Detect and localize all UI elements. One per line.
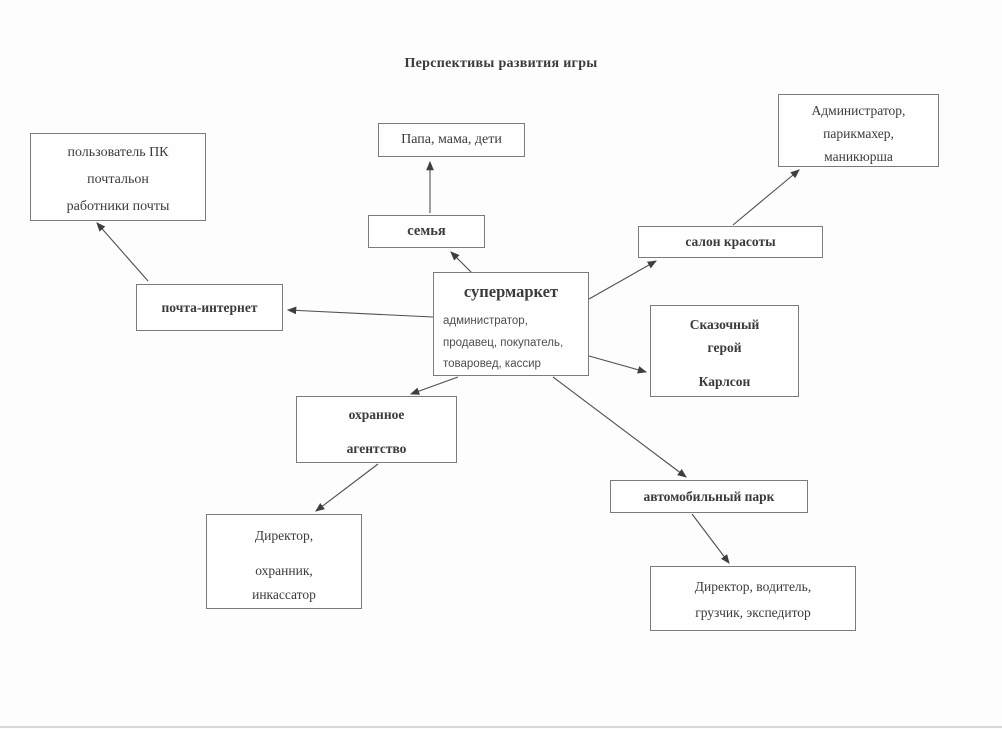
node-text-line: герой: [707, 340, 742, 355]
node-text-line: Директор,: [254, 528, 314, 543]
node-family: семья: [368, 215, 485, 248]
node-text-line: охранное: [348, 407, 405, 422]
node-post-workers-list: пользователь ПК почтальон работники почт…: [30, 133, 206, 221]
node-car-park: автомобильный парк: [610, 480, 808, 513]
node-text-line: Карлсон: [698, 374, 751, 389]
node-text-line: грузчик, экспедитор: [695, 605, 811, 620]
node-supermarket: супермаркет администратор, продавец, пок…: [433, 272, 589, 376]
node-text-line: товаровед, кассир: [443, 358, 541, 370]
node-text-line: парикмахер,: [823, 126, 894, 141]
node-text-line: семья: [407, 223, 446, 239]
node-text-line: работники почты: [66, 199, 170, 214]
scan-page-edge: [0, 726, 1002, 728]
node-text-line: агентство: [346, 441, 407, 456]
node-text-line: продавец, покупатель,: [443, 336, 564, 349]
node-car-park-staff-list: Директор, водитель, грузчик, экспедитор: [650, 566, 856, 631]
node-text-line: салон красоты: [685, 234, 776, 249]
node-security-agency: охранное агентство: [296, 396, 457, 463]
node-text-line: инкассатор: [252, 587, 316, 602]
node-text-line: автомобильный парк: [643, 489, 775, 504]
node-beauty-salon: салон красоты: [638, 226, 823, 258]
node-salon-staff-list: Администратор, парикмахер, маникюрша: [778, 94, 939, 167]
node-post-internet: почта-интернет: [136, 284, 283, 331]
arrow-supermarket-to-beauty-salon: [588, 260, 657, 300]
node-fairy-hero: Сказочный герой Карлсон: [650, 305, 799, 397]
node-text-line: охранник,: [255, 563, 313, 578]
node-text-line: администратор,: [443, 315, 528, 327]
node-text-line: Папа, мама, дети: [401, 132, 502, 147]
node-text-line: Сказочный: [689, 317, 760, 332]
arrow-post-internet-to-pc-users: [96, 222, 149, 282]
node-text-line: почта-интернет: [161, 300, 258, 315]
node-text-line: пользователь ПК: [67, 145, 169, 160]
arrow-supermarket-to-fairy-hero: [588, 355, 648, 374]
arrow-supermarket-to-security-agency: [409, 376, 459, 395]
node-text-line: Директор, водитель,: [694, 579, 812, 594]
arrow-supermarket-to-post-internet: [286, 306, 434, 318]
node-title: супермаркет: [463, 282, 559, 301]
node-text-line: маникюрша: [824, 149, 893, 164]
arrow-security-agency-to-security-staff: [315, 463, 379, 512]
arrow-supermarket-to-family: [450, 251, 474, 275]
arrow-beauty-salon-to-salon-staff: [732, 169, 800, 226]
diagram-title: Перспективы развития игры: [404, 56, 598, 71]
node-text-line: почтальон: [87, 172, 149, 187]
node-text-line: Администратор,: [811, 103, 906, 118]
arrow-car-park-to-car-park-staff: [691, 513, 730, 564]
node-security-staff-list: Директор, охранник, инкассатор: [206, 514, 362, 609]
arrow-supermarket-to-car-park: [552, 376, 687, 478]
node-family-members-list: Папа, мама, дети: [378, 123, 525, 157]
node-staff-list: администратор, продавец, покупатель, тов…: [434, 311, 588, 376]
